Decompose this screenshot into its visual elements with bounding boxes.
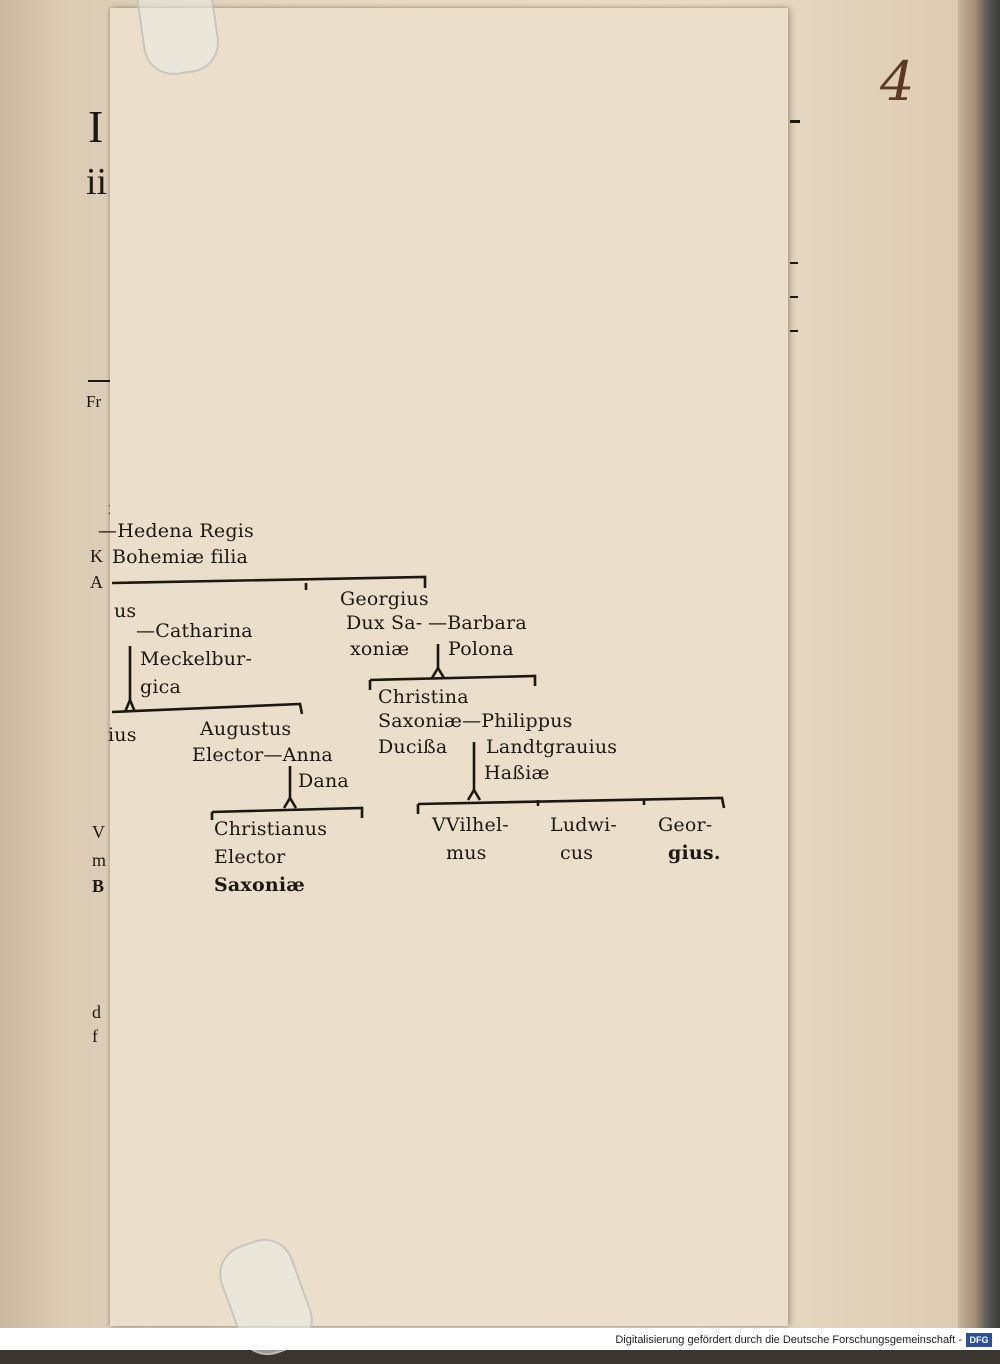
fragment-m: m — [92, 850, 107, 870]
tree-dux-sa: Dux Sa- — [346, 612, 423, 634]
tree-saxoniae: Saxoniæ — [214, 874, 305, 896]
tree-elector: Elector — [214, 846, 286, 868]
tree-augustus: Augustus — [200, 718, 292, 740]
margin-mark — [790, 330, 798, 332]
tree-us: us — [114, 600, 137, 622]
tree-hassiae: Haßiæ — [484, 762, 550, 784]
tree-vvilhel: VVilhel- — [432, 814, 509, 836]
tree-xoniae: xoniæ — [350, 638, 410, 660]
fragment-v: V — [92, 822, 105, 842]
fragment-line2: ii — [86, 161, 108, 203]
fragment-a: A — [90, 572, 103, 592]
fragment-d: d — [92, 1002, 101, 1022]
tree-ludwi: Ludwi- — [550, 814, 617, 836]
margin-mark — [790, 296, 798, 298]
tree-dana: Dana — [298, 770, 349, 792]
tree-gius: gius. — [668, 842, 721, 864]
tree-barbara: —Barbara — [428, 612, 527, 634]
footer-credit: Digitalisierung gefördert durch die Deut… — [615, 1334, 962, 1346]
book-edge — [958, 0, 1000, 1330]
rule-fragment — [88, 380, 112, 382]
folio-number: 4 — [880, 50, 915, 113]
tree-hedena: —Hedena Regis — [98, 520, 254, 542]
tree-gica: gica — [140, 676, 182, 698]
tree-ducissa: Ducißa — [378, 736, 448, 758]
tree-elector-anna: Elector—Anna — [192, 744, 333, 766]
dfg-logo: DFG — [966, 1333, 992, 1347]
fragment-f: f — [92, 1026, 98, 1046]
folded-sheet — [110, 8, 788, 1326]
tree-meckelbur: Meckelbur- — [140, 648, 253, 670]
tree-ius: ius — [108, 724, 137, 746]
fragment-k: K — [90, 546, 103, 566]
footer-bar: Digitalisierung gefördert durch die Deut… — [0, 1328, 1000, 1350]
tree-catharina: —Catharina — [136, 620, 253, 642]
big-initial: I — [88, 101, 104, 152]
tree-cus: cus — [560, 842, 594, 864]
margin-mark — [790, 262, 798, 264]
tree-polona: Polona — [448, 638, 514, 660]
fragment-b: B — [92, 876, 105, 896]
tree-christianus: Christianus — [214, 818, 328, 840]
tree-christina: Christina — [378, 686, 469, 708]
fragment-fr: Fr — [86, 392, 102, 411]
tree-saxoniae-philippus: Saxoniæ—Philippus — [378, 710, 573, 732]
tree-geor: Geor- — [658, 814, 713, 836]
tree-bohemiae: Bohemiæ filia — [112, 546, 249, 568]
tree-mus: mus — [446, 842, 487, 864]
margin-mark — [790, 120, 800, 123]
tree-landtgrauius: Landtgrauius — [486, 736, 618, 758]
tree-georgius: Georgius — [340, 588, 429, 610]
